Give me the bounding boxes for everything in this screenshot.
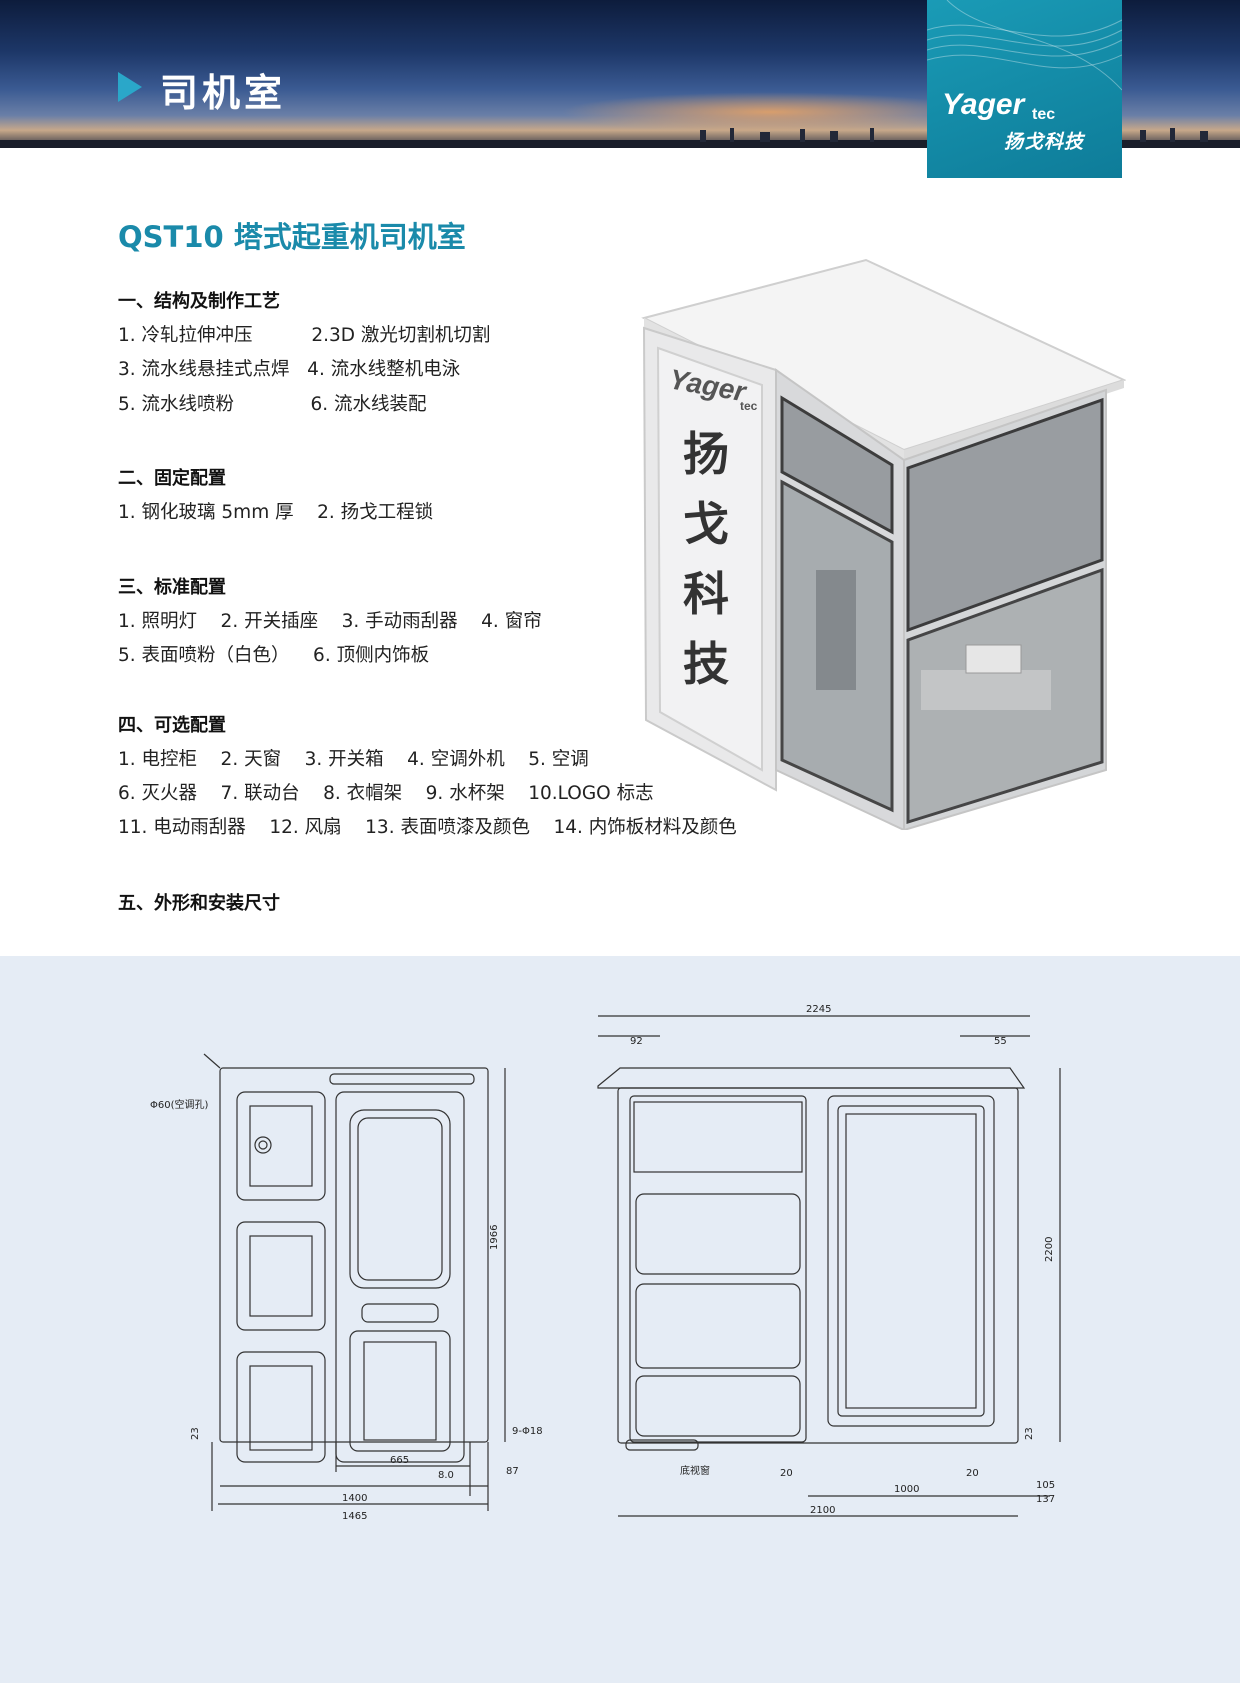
- brand-logo-text: Yager: [942, 88, 1025, 121]
- drawing-area: [0, 956, 1240, 1683]
- cabin-side-char: 技: [683, 637, 729, 691]
- banner-arrow-icon: [118, 72, 142, 102]
- banner-title: 司机室: [160, 71, 287, 115]
- brand-logo-small: tec: [1032, 106, 1056, 123]
- cabin-render: Yager tec 扬 戈 科 技: [636, 250, 1127, 834]
- dim-right-20: 20: [966, 1468, 979, 1479]
- dim-total-bottom: 2100: [810, 1505, 835, 1516]
- dim-bottom-small-side: 23: [1024, 1427, 1035, 1440]
- dim-right-137: 137: [1036, 1494, 1055, 1505]
- dim-gap: 8.0: [438, 1470, 454, 1481]
- ac-hole-callout: Φ60(空调孔): [150, 1098, 208, 1111]
- dim-holes: 9-Φ18: [512, 1426, 543, 1437]
- dim-offset: 87: [506, 1466, 519, 1477]
- section-line: 1. 冷轧拉伸冲压 2.3D 激光切割机切割: [118, 325, 491, 346]
- dim-right-overhang: 55: [994, 1036, 1007, 1047]
- dim-width-mid: 1400: [342, 1493, 367, 1504]
- dim-bottom-small: 23: [190, 1427, 201, 1440]
- section-heading-standard: 三、标准配置: [118, 577, 226, 598]
- section-line: 1. 钢化玻璃 5mm 厚 2. 扬戈工程锁: [118, 502, 434, 523]
- dim-door-width: 665: [390, 1455, 409, 1466]
- section-heading-optional: 四、可选配置: [118, 715, 226, 736]
- dim-mid-1000: 1000: [894, 1484, 919, 1495]
- section-line: 1. 电控柜 2. 天窗 3. 开关箱 4. 空调外机 5. 空调: [118, 749, 589, 770]
- dim-height-side: 2200: [1044, 1237, 1055, 1262]
- wave-lines-icon: [927, 0, 1122, 91]
- section-line: 5. 流水线喷粉 6. 流水线装配: [118, 394, 427, 415]
- brand-logo-box: [927, 0, 1122, 178]
- floor-window-callout: 底视窗: [680, 1464, 710, 1477]
- section-line: 5. 表面喷粉（白色） 6. 顶侧内饰板: [118, 645, 430, 666]
- technical-drawings: Φ60(空调孔) 1966 665 8.0 87 1400 1465 23 9-…: [150, 1004, 1061, 1522]
- section-line: 3. 流水线悬挂式点焊 4. 流水线整机电泳: [118, 359, 461, 380]
- dim-width-total: 1465: [342, 1511, 367, 1522]
- port-skyline: [0, 128, 1240, 148]
- dim-right-105: 105: [1036, 1480, 1055, 1491]
- section-line: 11. 电动雨刮器 12. 风扇 13. 表面喷漆及颜色 14. 内饰板材料及颜…: [118, 817, 737, 838]
- cabin-side-char: 戈: [683, 497, 729, 551]
- section-line: 1. 照明灯 2. 开关插座 3. 手动雨刮器 4. 窗帘: [118, 611, 542, 632]
- front-view: [203, 1053, 506, 1511]
- section-heading-fixed: 二、固定配置: [118, 468, 226, 489]
- dim-total-top: 2245: [806, 1004, 831, 1015]
- cabin-brand-small: tec: [740, 399, 758, 413]
- cabin-side-char: 科: [683, 567, 729, 621]
- cabin-side-char: 扬: [683, 427, 729, 481]
- dim-left-overhang: 92: [630, 1036, 643, 1047]
- dim-height: 1966: [489, 1225, 500, 1250]
- dim-left-20: 20: [780, 1468, 793, 1479]
- brand-logo-cn: 扬戈科技: [1004, 131, 1085, 153]
- side-view: [597, 1015, 1061, 1517]
- page-title: QST10 塔式起重机司机室: [118, 220, 466, 254]
- section-heading-dimensions: 五、外形和安装尺寸: [118, 893, 280, 914]
- horizon-glow: [560, 92, 980, 132]
- section-heading-structure: 一、结构及制作工艺: [118, 291, 280, 312]
- section-line: 6. 灭火器 7. 联动台 8. 衣帽架 9. 水杯架 10.LOGO 标志: [118, 783, 654, 804]
